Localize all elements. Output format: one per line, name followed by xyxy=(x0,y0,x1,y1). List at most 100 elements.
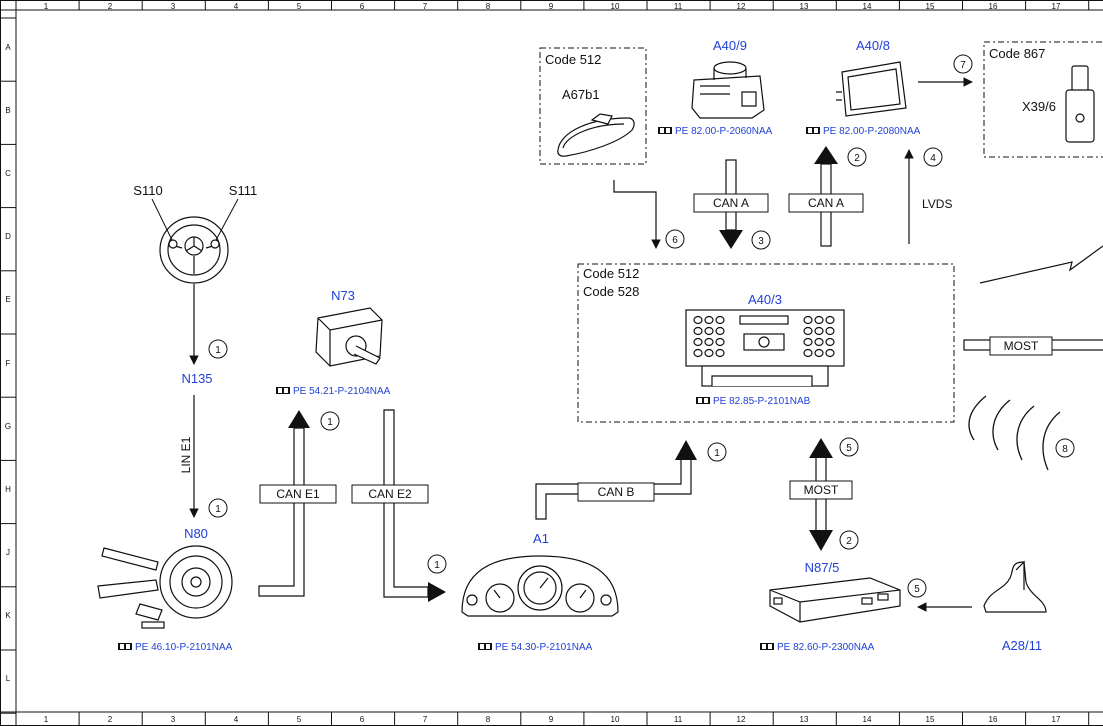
step-marker: 1 xyxy=(427,554,447,574)
step-marker: 1 xyxy=(707,442,727,462)
can-a-down-bus: CAN A xyxy=(693,159,769,249)
svg-text:1: 1 xyxy=(215,504,221,515)
a67b1-component[interactable]: Code 512 A67b1 xyxy=(539,47,647,165)
col-label: 1 xyxy=(44,2,49,11)
ref-link[interactable]: PE 82.60-P-2300NAA xyxy=(777,642,875,653)
col-label: 8 xyxy=(486,715,491,724)
can-e2-label: CAN E2 xyxy=(368,487,412,501)
switch-id: S110 xyxy=(133,183,162,198)
col-label: 4 xyxy=(234,715,239,724)
ref-link[interactable]: PE 82.00-P-2080NAA xyxy=(823,126,921,137)
can-e1-bus: CAN E1 xyxy=(258,410,337,597)
ref-link[interactable]: PE 54.30-P-2101NAA xyxy=(495,642,593,653)
col-label: 3 xyxy=(171,2,176,11)
n87-5-component[interactable]: N87/5 PE 82.60-P-2300NAA xyxy=(760,560,901,653)
step-marker: 6 xyxy=(665,229,685,249)
step-marker: 2 xyxy=(839,530,859,550)
svg-text:6: 6 xyxy=(672,235,678,246)
rear-mirror-icon xyxy=(557,113,635,157)
col-label: 12 xyxy=(737,2,746,11)
component-id: N73 xyxy=(331,288,355,303)
col-label: 1 xyxy=(44,715,49,724)
svg-text:8: 8 xyxy=(1062,444,1068,455)
col-label: 9 xyxy=(549,715,554,724)
col-label: 17 xyxy=(1052,2,1061,11)
component-id: X39/6 xyxy=(1022,99,1056,114)
a28-11-component[interactable]: A28/11 xyxy=(983,560,1047,653)
step-marker: 2 xyxy=(847,147,867,167)
col-label: 13 xyxy=(800,2,809,11)
can-a-label: CAN A xyxy=(713,196,749,210)
a40-9-component[interactable]: A40/9 PE 82.00-P-2060NAA xyxy=(658,38,773,137)
component-id: A40/9 xyxy=(713,38,747,53)
wireless-waves-icon xyxy=(968,395,1061,471)
can-b-bus: CAN B xyxy=(535,440,697,520)
component-id: A40/8 xyxy=(856,38,890,53)
steering-column-module-icon xyxy=(97,545,233,629)
row-label: K xyxy=(5,611,11,620)
col-label: 4 xyxy=(234,2,239,11)
step-marker: 3 xyxy=(751,230,771,250)
lvds-label: LVDS xyxy=(922,197,952,211)
svg-text:4: 4 xyxy=(930,153,936,164)
code-label: Code 867 xyxy=(989,46,1045,61)
steering-wheel-component[interactable]: S110 S111 xyxy=(133,183,257,284)
can-a-up-bus: CAN A xyxy=(788,146,864,247)
switch-id: S111 xyxy=(229,183,257,198)
most-vertical-bus: MOST xyxy=(789,438,853,551)
col-label: 12 xyxy=(737,715,746,724)
step-marker: 8 xyxy=(1055,438,1075,458)
can-e1-label: CAN E1 xyxy=(276,487,320,501)
component-id: N80 xyxy=(184,526,208,541)
col-label: 16 xyxy=(989,715,998,724)
n80-component[interactable]: N80 PE 46.10-P-2101NAA xyxy=(97,526,233,653)
a40-8-component[interactable]: A40/8 PE 82.00-P-2080NAA xyxy=(806,38,921,137)
can-e2-bus: CAN E2 xyxy=(351,409,446,602)
svg-text:3: 3 xyxy=(758,236,764,247)
a40-3-component[interactable]: Code 512 Code 528 A40/3 PE 82.85-P-2101N… xyxy=(577,263,955,423)
row-label: A xyxy=(5,43,11,52)
col-label: 16 xyxy=(989,2,998,11)
x39-6-component[interactable]: Code 867 X39/6 xyxy=(983,41,1103,158)
instrument-cluster-icon xyxy=(461,555,619,617)
col-label: 14 xyxy=(863,715,872,724)
row-label: L xyxy=(6,674,11,683)
component-id: A40/3 xyxy=(748,292,782,307)
col-label: 17 xyxy=(1052,715,1061,724)
col-label: 10 xyxy=(611,2,620,11)
row-label: J xyxy=(6,548,10,557)
socket-icon xyxy=(1065,65,1095,143)
row-label: E xyxy=(5,295,10,304)
col-label: 5 xyxy=(297,715,302,724)
ref-link[interactable]: PE 54.21-P-2104NAA xyxy=(293,386,391,397)
col-label: 5 xyxy=(297,2,302,11)
col-label: 9 xyxy=(549,2,554,11)
component-id: A28/11 xyxy=(1002,638,1042,653)
step-marker: 5 xyxy=(907,578,927,598)
row-label: C xyxy=(5,169,11,178)
col-label: 2 xyxy=(108,2,113,11)
ref-link[interactable]: PE 82.85-P-2101NAB xyxy=(713,396,811,407)
svg-text:1: 1 xyxy=(714,448,720,459)
steering-wheel-icon xyxy=(159,216,229,284)
ref-link[interactable]: PE 46.10-P-2101NAA xyxy=(135,642,233,653)
signal-line xyxy=(979,245,1103,284)
svg-text:2: 2 xyxy=(846,536,852,547)
a1-component[interactable]: A1 PE 54.30-P-2101NAA xyxy=(461,531,619,653)
ref-link[interactable]: PE 82.00-P-2060NAA xyxy=(675,126,773,137)
component-id: A67b1 xyxy=(562,87,600,102)
n135-label[interactable]: N135 xyxy=(181,371,212,386)
antenna-icon xyxy=(983,560,1047,613)
lin-e1-label: LIN E1 xyxy=(179,436,193,473)
svg-text:1: 1 xyxy=(434,560,440,571)
svg-text:5: 5 xyxy=(846,443,852,454)
svg-text:1: 1 xyxy=(327,417,333,428)
row-label: H xyxy=(5,485,11,494)
n73-component[interactable]: N73 PE 54.21-P-2104NAA xyxy=(276,288,391,397)
col-label: 3 xyxy=(171,715,176,724)
col-label: 6 xyxy=(360,715,365,724)
svg-text:2: 2 xyxy=(854,153,860,164)
display-icon xyxy=(836,61,907,117)
